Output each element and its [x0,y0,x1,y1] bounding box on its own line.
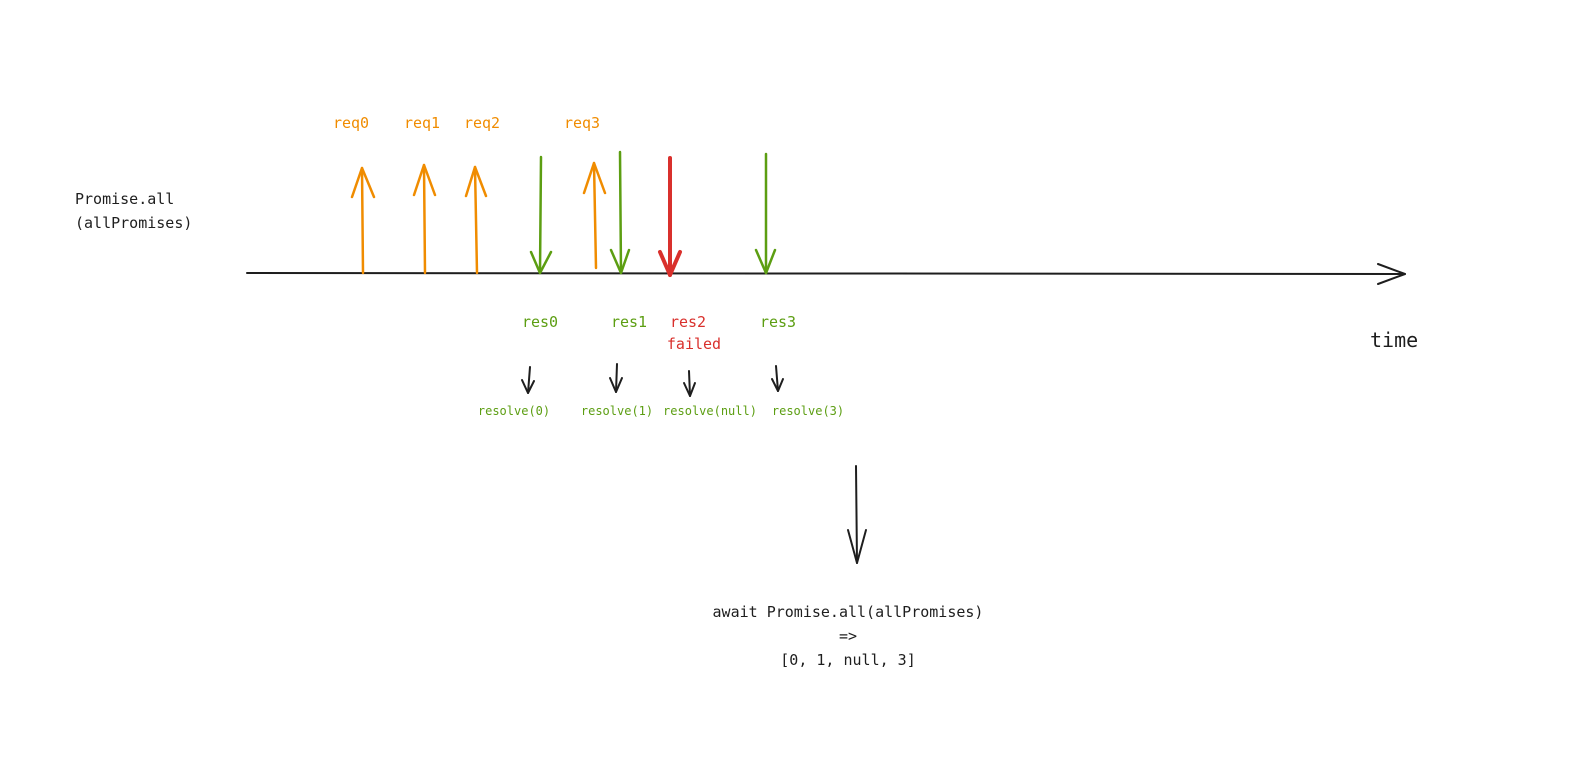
small-arrow-resolve2 [683,370,696,397]
request-arrow-req2 [464,165,488,275]
response-label: res1 [610,313,648,331]
response-arrow-res1 [609,150,631,275]
time-axis-label: time [1370,328,1419,352]
timeline-axis [246,263,1406,285]
resolve-label: resolve(3) [771,404,845,418]
request-label: req2 [463,114,501,132]
failed-status-label: failed [666,335,722,353]
request-arrow-req1 [412,163,437,275]
response-label-failed: res2 [669,313,707,331]
promise-all-args-label: (allPromises) [75,214,193,232]
result-array: [0, 1, null, 3] [780,651,916,669]
resolve-label: resolve(0) [477,404,551,418]
response-arrow-res2-failed [658,156,682,277]
resolve-label: resolve(1) [580,404,654,418]
promise-all-label: Promise.all [75,190,175,208]
small-arrow-resolve1 [609,363,623,393]
request-label: req0 [332,114,370,132]
request-arrow-req0 [350,166,376,275]
response-arrow-res3 [754,152,777,275]
result-arrow [847,465,867,564]
small-arrow-resolve0 [521,366,535,394]
arrow-symbol: => [838,627,858,645]
response-label: res0 [521,313,559,331]
request-arrow-req3 [582,161,607,270]
resolve-label: resolve(null) [663,404,757,418]
response-label: res3 [759,313,797,331]
await-expression: await Promise.all(allPromises) [712,603,984,621]
request-label: req1 [403,114,441,132]
small-arrow-resolve3 [771,365,784,392]
request-label: req3 [563,114,601,132]
response-arrow-res0 [529,155,553,275]
